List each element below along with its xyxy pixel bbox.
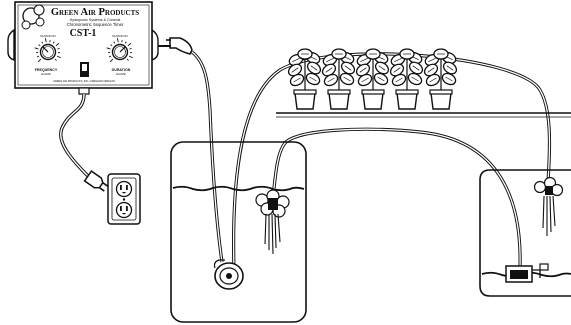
left-dial-top-label: DURATION [40, 34, 55, 38]
duration-label: DURATION [112, 68, 131, 72]
potted-plant-icon [423, 48, 458, 110]
wall-outlet-icon [107, 173, 141, 225]
plant-row [287, 48, 458, 110]
frequency-sub: Hrs/Min [41, 72, 52, 76]
frequency-label: FREQUENCY [35, 68, 58, 72]
duration-sub: Hrs/Min [116, 72, 127, 76]
water-pump-icon [505, 263, 549, 283]
duration-dial[interactable]: DURATION [106, 34, 133, 63]
timer-model: CST-1 [70, 28, 97, 39]
timer-footer: GREEN AIR PRODUCTS, INC. GRESHAM OREGON [53, 79, 115, 83]
logo-bubbles [21, 4, 45, 30]
potted-plant-icon [321, 48, 356, 110]
misting-nozzle-icon [533, 176, 564, 236]
timer-box-icon: Green Air Products Hydroponic Systems & … [7, 1, 159, 95]
misting-nozzle-icon [255, 189, 290, 255]
frequency-dial[interactable]: DURATION [34, 34, 61, 63]
timer-brand: Green Air Products [51, 7, 139, 18]
power-switch[interactable] [80, 62, 89, 77]
water-pump-icon [213, 259, 244, 290]
reservoir-tank-icon [170, 141, 307, 323]
power-plug-icon [83, 170, 109, 192]
power-plug-icon [166, 37, 193, 55]
timer-subtitle-1: Hydroponic Systems & Controls [70, 18, 121, 22]
potted-plant-icon [355, 48, 390, 110]
potted-plant-icon [287, 48, 322, 110]
right-dial-top-label: DURATION [112, 34, 127, 38]
water-line [172, 185, 305, 192]
plant-shelf [276, 112, 571, 118]
potted-plant-icon [389, 48, 424, 110]
timer-subtitle-2: Chronometric Sequence Timer [67, 22, 124, 27]
